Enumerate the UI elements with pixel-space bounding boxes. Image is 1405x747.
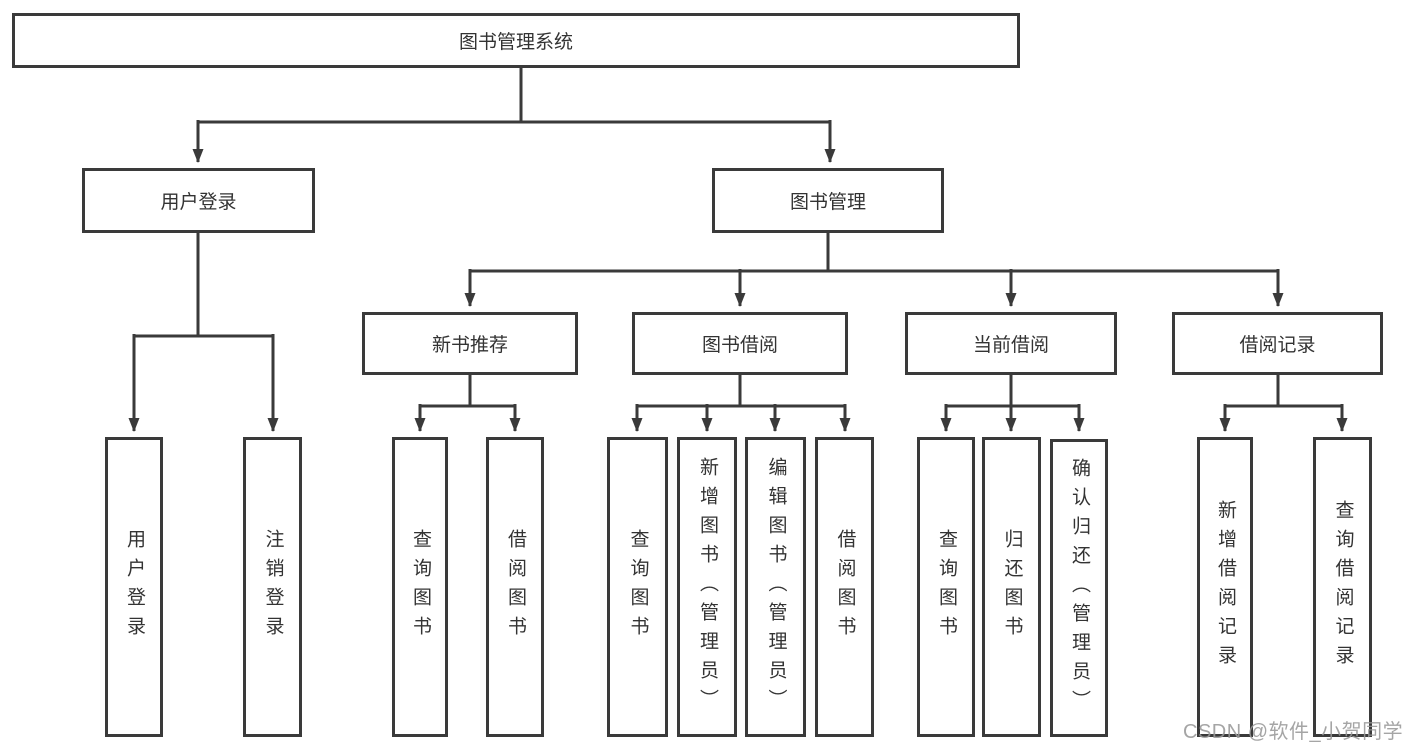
csdn-watermark: CSDN @软件_小贺同学 (1183, 721, 1404, 743)
node-current-borrow-label: 当前借阅 (972, 335, 1049, 356)
leaf-nbr-query-label: 查询图书 (409, 529, 431, 645)
leaf-bb-add: 新增图书（管理员） (677, 437, 737, 737)
leaf-cb-return-label: 归还图书 (1001, 529, 1023, 645)
leaf-bb-query-label: 查询图书 (627, 529, 649, 645)
leaf-nbr-borrow-label: 借阅图书 (504, 529, 526, 645)
leaf-bb-borrow-label: 借阅图书 (834, 529, 856, 645)
leaf-cb-query-label: 查询图书 (935, 529, 957, 645)
node-user-login-label: 用户登录 (160, 192, 237, 213)
node-root: 图书管理系统 (12, 13, 1020, 68)
node-user-login: 用户登录 (82, 168, 315, 233)
node-new-book-rec: 新书推荐 (362, 312, 578, 375)
leaf-bb-borrow: 借阅图书 (815, 437, 874, 737)
leaf-user-login-label: 用户登录 (123, 529, 145, 645)
leaf-nbr-query: 查询图书 (392, 437, 448, 737)
leaf-br-query: 查询借阅记录 (1313, 437, 1372, 737)
leaf-nbr-borrow: 借阅图书 (486, 437, 544, 737)
node-book-borrow-label: 图书借阅 (701, 335, 778, 356)
leaf-cb-confirm: 确认归还（管理员） (1050, 439, 1108, 737)
leaf-cb-return: 归还图书 (982, 437, 1041, 737)
node-book-mgmt: 图书管理 (712, 168, 944, 233)
leaf-bb-edit: 编辑图书（管理员） (745, 437, 806, 737)
node-borrow-record: 借阅记录 (1172, 312, 1383, 375)
node-current-borrow: 当前借阅 (905, 312, 1117, 375)
leaf-br-add-label: 新增借阅记录 (1214, 500, 1236, 674)
leaf-bb-query: 查询图书 (607, 437, 668, 737)
leaf-user-login: 用户登录 (105, 437, 163, 737)
leaf-bb-add-label: 新增图书（管理员） (696, 456, 718, 718)
node-borrow-record-label: 借阅记录 (1239, 335, 1316, 356)
leaf-br-query-label: 查询借阅记录 (1332, 500, 1354, 674)
leaf-bb-edit-label: 编辑图书（管理员） (765, 456, 787, 718)
node-root-label: 图书管理系统 (458, 32, 573, 53)
node-new-book-rec-label: 新书推荐 (431, 335, 508, 356)
node-book-borrow: 图书借阅 (632, 312, 848, 375)
leaf-cb-query: 查询图书 (917, 437, 975, 737)
leaf-cb-confirm-label: 确认归还（管理员） (1068, 457, 1090, 719)
node-book-mgmt-label: 图书管理 (789, 192, 866, 213)
leaf-br-add: 新增借阅记录 (1197, 437, 1253, 737)
leaf-logout-label: 注销登录 (262, 529, 284, 645)
leaf-logout: 注销登录 (243, 437, 302, 737)
